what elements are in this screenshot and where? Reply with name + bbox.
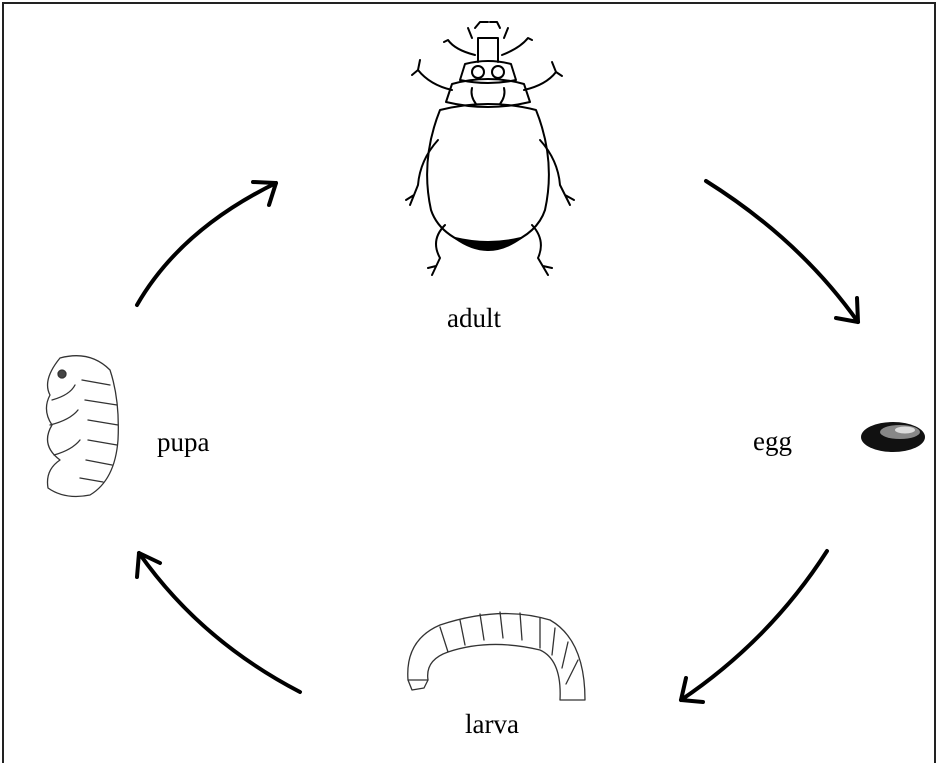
arrow-pupa-to-adult (137, 182, 276, 305)
stage-label-adult: adult (447, 305, 501, 332)
stage-label-larva: larva (465, 711, 519, 738)
pupa-icon (46, 356, 118, 497)
arrow-adult-to-egg (706, 181, 858, 322)
stage-label-egg: egg (753, 428, 792, 455)
arrow-larva-to-pupa (137, 553, 300, 692)
egg-icon (861, 422, 925, 452)
stage-label-pupa: pupa (157, 429, 209, 456)
arrow-egg-to-larva (681, 551, 827, 702)
larva-icon (408, 612, 585, 700)
beetle-adult-icon (406, 22, 574, 275)
